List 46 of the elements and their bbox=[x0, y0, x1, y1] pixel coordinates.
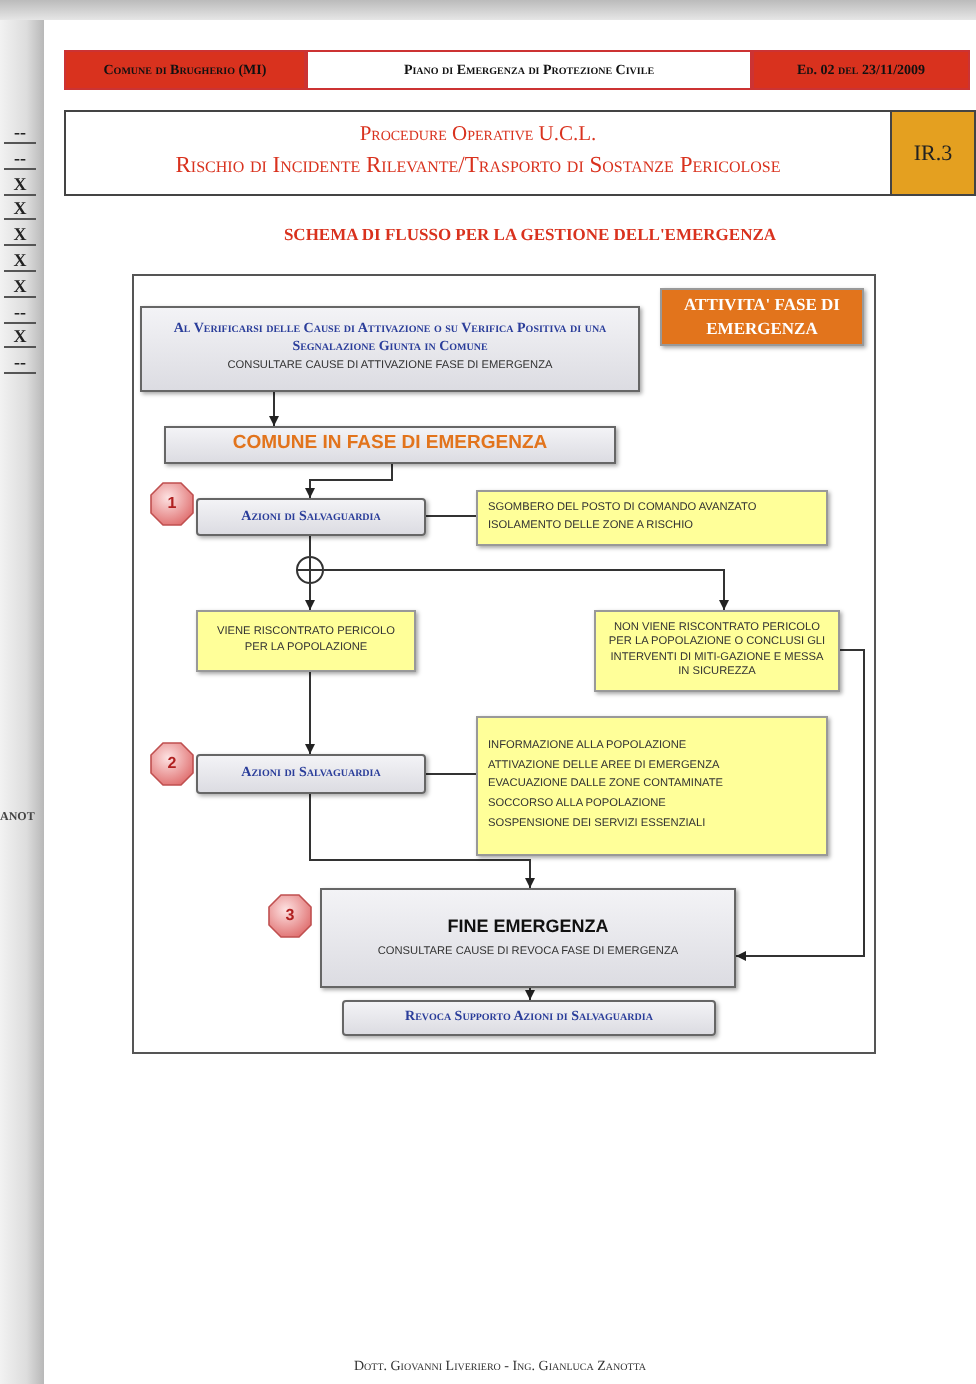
arrow bbox=[323, 569, 729, 611]
step-badge bbox=[150, 742, 194, 786]
arrow bbox=[305, 463, 393, 499]
document-code: IR.3 bbox=[890, 110, 976, 196]
arrow bbox=[735, 649, 865, 961]
arrow bbox=[305, 671, 315, 755]
process-box bbox=[140, 306, 640, 392]
banner-text: ATTIVITA' FASE DI EMERGENZA bbox=[682, 294, 842, 340]
note-box bbox=[594, 610, 840, 692]
phase-banner bbox=[660, 288, 864, 346]
table-mark: X bbox=[4, 196, 36, 221]
step-number: 3 bbox=[285, 905, 295, 927]
process-box bbox=[342, 1000, 716, 1036]
arrow bbox=[309, 793, 535, 889]
process-box bbox=[196, 754, 426, 794]
arrow bbox=[525, 987, 535, 1001]
process-box bbox=[196, 498, 426, 536]
table-mark: X bbox=[4, 248, 36, 272]
table-mark: X bbox=[4, 222, 36, 247]
table-mark: -- bbox=[4, 145, 36, 170]
process-box bbox=[320, 888, 736, 988]
table-mark: X bbox=[4, 171, 36, 196]
process-box bbox=[164, 426, 616, 464]
step-badge bbox=[268, 894, 312, 938]
table-mark: -- bbox=[4, 350, 36, 375]
arrow bbox=[305, 583, 315, 611]
document-title: Procedure Operative U.C.L. bbox=[357, 124, 599, 146]
connector-line bbox=[425, 773, 477, 775]
document-subtitle: Rischio di Incidente Rilevante/Trasporto di Sostanze Pericolose bbox=[173, 154, 783, 178]
table-mark: -- bbox=[4, 299, 36, 324]
box-heading: FINE EMERGENZA bbox=[447, 915, 609, 939]
diagram-title: SCHEMA DI FLUSSO PER LA GESTIONE DELL'EMERGENZA bbox=[281, 224, 779, 244]
table-mark: X bbox=[4, 324, 36, 349]
junction-circle bbox=[296, 556, 324, 584]
step-badge bbox=[150, 482, 194, 526]
note-box bbox=[196, 610, 416, 672]
connector-line bbox=[309, 535, 311, 557]
connector-line bbox=[425, 515, 477, 517]
box-heading: COMUNE IN FASE DI EMERGENZA bbox=[232, 432, 548, 458]
note-box bbox=[476, 716, 828, 856]
table-mark: X bbox=[4, 273, 36, 298]
step-number: 2 bbox=[167, 753, 177, 775]
step-number: 1 bbox=[167, 493, 177, 515]
arrow bbox=[269, 391, 279, 427]
table-mark: -- bbox=[4, 120, 36, 144]
note-box bbox=[476, 490, 828, 546]
